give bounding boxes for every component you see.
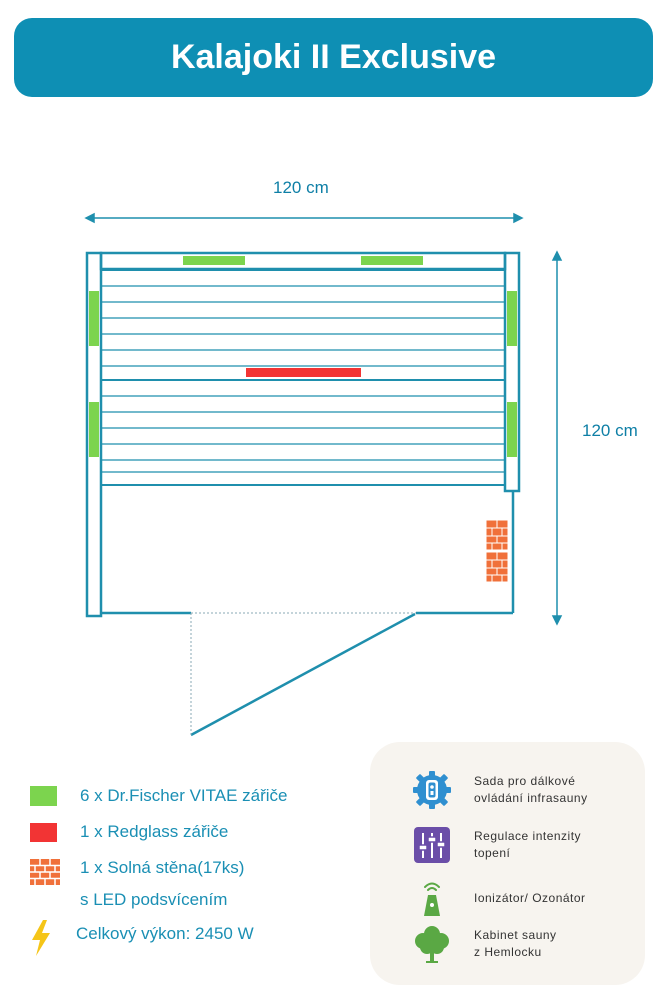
legend-label: 6 x Dr.Fischer VITAE zářiče bbox=[80, 786, 288, 805]
feature-remote-control: Sada pro dálkové ovládání infrasauny bbox=[412, 770, 588, 810]
feature-label: Ionizátor/ Ozonátor bbox=[474, 890, 586, 907]
features-panel: Sada pro dálkové ovládání infrasauny Reg… bbox=[370, 742, 645, 985]
green-heater-back-right bbox=[361, 256, 423, 265]
legend-label: Celkový výkon: 2450 W bbox=[76, 924, 254, 943]
depth-label: 120 cm bbox=[582, 421, 638, 440]
ionizer-icon bbox=[424, 882, 440, 916]
width-dimension-arrow bbox=[84, 212, 524, 224]
feature-hemlock-cabinet: Kabinet sauny z Hemlocku bbox=[412, 924, 557, 964]
feature-label-line: topení bbox=[474, 846, 511, 860]
legend-label-line: s LED podsvícením bbox=[80, 890, 228, 909]
depth-dimension-arrow bbox=[551, 250, 563, 626]
feature-label: Kabinet sauny z Hemlocku bbox=[474, 927, 557, 961]
salt-wall-icon bbox=[30, 859, 60, 885]
red-heater-swatch bbox=[30, 823, 57, 842]
feature-label-line: Sada pro dálkové bbox=[474, 774, 576, 788]
tree-icon bbox=[415, 926, 449, 963]
feature-label: Sada pro dálkové ovládání infrasauny bbox=[474, 773, 588, 807]
salt-wall-lower bbox=[485, 551, 509, 583]
green-heater-right-lower bbox=[507, 402, 517, 457]
legend-label-line: 1 x Solná stěna(17ks) bbox=[80, 858, 245, 877]
feature-ionizer: Ionizátor/ Ozonátor bbox=[412, 878, 586, 918]
lightning-icon bbox=[32, 920, 50, 956]
width-label: 120 cm bbox=[273, 178, 329, 197]
remote-control-gear-icon bbox=[413, 771, 451, 809]
feature-label-line: Kabinet sauny bbox=[474, 928, 557, 942]
feature-label-line: ovládání infrasauny bbox=[474, 791, 588, 805]
green-heater-left-lower bbox=[89, 402, 99, 457]
door-swing bbox=[190, 612, 416, 735]
green-heater-left-upper bbox=[89, 291, 99, 346]
feature-label-line: Ionizátor/ Ozonátor bbox=[474, 890, 586, 905]
feature-intensity-regulation: Regulace intenzity topení bbox=[412, 825, 581, 865]
green-heater-right-upper bbox=[507, 291, 517, 346]
salt-wall-upper bbox=[485, 519, 509, 551]
feature-label-line: Regulace intenzity bbox=[474, 829, 582, 843]
red-heater bbox=[246, 368, 361, 377]
legend-label: 1 x Solná stěna(17ks) s LED podsvícením bbox=[80, 854, 244, 914]
page-title: Kalajoki II Exclusive bbox=[170, 38, 497, 76]
green-heater-swatch bbox=[30, 786, 57, 806]
feature-label-line: z Hemlocku bbox=[474, 945, 542, 959]
feature-label: Regulace intenzity topení bbox=[474, 828, 581, 862]
legend-label: 1 x Redglass zářiče bbox=[80, 822, 229, 841]
header-banner: Kalajoki II Exclusive bbox=[14, 18, 653, 97]
bench-slats bbox=[101, 269, 505, 486]
sauna-outline bbox=[85, 251, 521, 737]
green-heater-back-left bbox=[183, 256, 245, 265]
sliders-icon bbox=[414, 827, 450, 863]
